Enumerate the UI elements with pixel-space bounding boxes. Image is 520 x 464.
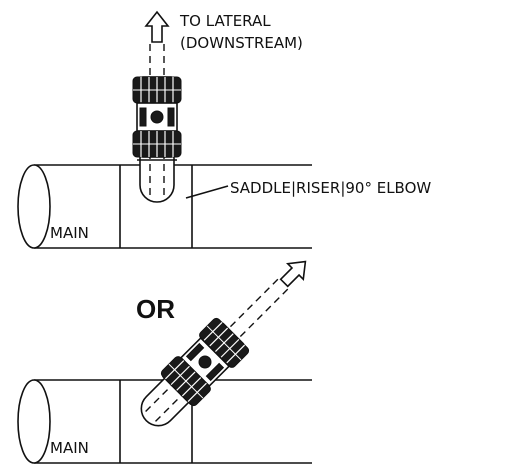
main-label-bottom: MAIN <box>50 439 89 457</box>
downstream-label: (DOWNSTREAM) <box>180 34 303 52</box>
saddle-riser-elbow-label: SADDLE|RISER|90° ELBOW <box>230 179 431 197</box>
union-valve-top <box>132 76 182 158</box>
saddle-leader <box>185 185 229 199</box>
riser-top <box>137 155 177 203</box>
or-label: OR <box>136 294 175 324</box>
main-pipe-top <box>17 164 312 249</box>
top-diagram: TO LATERAL (DOWNSTREAM) SADDLE|RISER|90°… <box>17 10 431 249</box>
main-label-top: MAIN <box>50 224 89 242</box>
to-lateral-label: TO LATERAL <box>179 12 271 30</box>
arrow-angled-icon <box>279 260 307 288</box>
bottom-diagram: MAIN <box>17 260 312 464</box>
arrow-up-icon <box>144 10 170 43</box>
angled-assembly <box>140 260 307 427</box>
